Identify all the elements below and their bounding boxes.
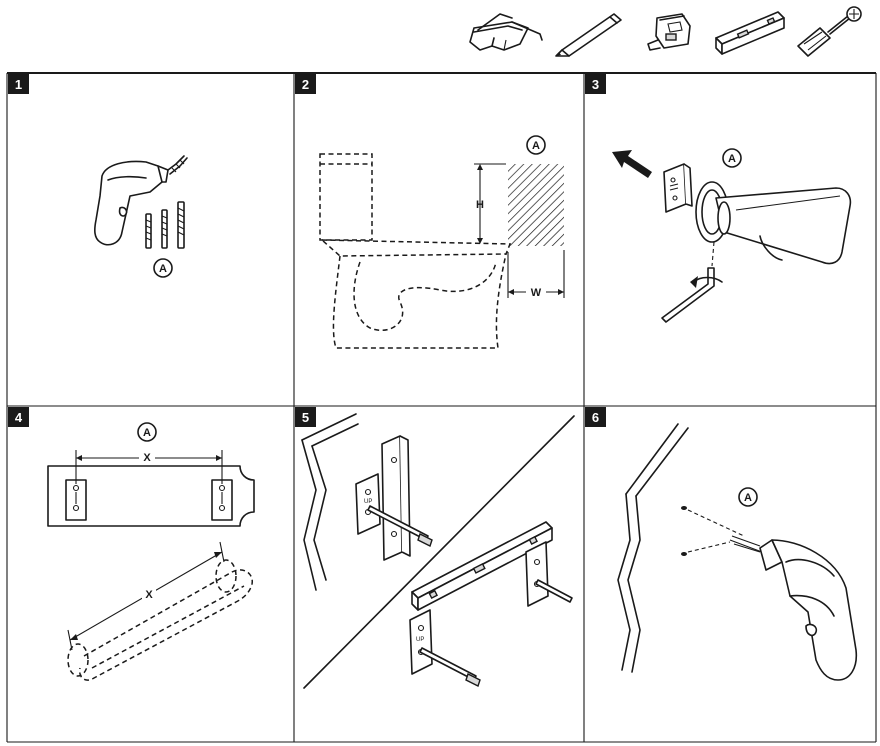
step-5-number: 5 <box>302 410 309 425</box>
callout-a-step-4: A <box>137 422 157 442</box>
toilet-outline <box>319 153 512 349</box>
towel-bar-dashed <box>67 559 253 681</box>
panel-1-drill: A <box>94 155 188 278</box>
step-2-number: 2 <box>302 77 309 92</box>
screwdriver-icon <box>797 6 862 57</box>
vertical-bracket: UP <box>355 435 433 561</box>
step-1-badge: 1 <box>8 74 29 94</box>
dimension-h: H <box>474 163 506 244</box>
panel-3-bracket-removal: A <box>612 148 852 323</box>
callout-a-label: A <box>744 492 752 504</box>
pencil-icon <box>555 13 622 57</box>
callout-a-step-3: A <box>722 148 742 168</box>
callout-a-step-6: A <box>738 487 758 507</box>
dimension-x-bar-label: X <box>145 589 153 601</box>
bracket-lower-left: UP <box>409 609 481 687</box>
panel-5-bracket-level: UP UP <box>301 413 575 689</box>
callout-a-label: A <box>532 140 540 152</box>
step-2-badge: 2 <box>295 74 316 94</box>
hole-marks <box>681 506 745 556</box>
step-1-number: 1 <box>15 77 22 92</box>
panel-2-toilet: H W A <box>319 135 565 349</box>
arrow-up-left-icon <box>612 150 652 178</box>
dimension-x-top: X <box>75 450 223 484</box>
step-3-badge: 3 <box>585 74 606 94</box>
step-4-number: 4 <box>15 410 23 425</box>
step-4-badge: 4 <box>8 407 29 427</box>
mounting-bracket <box>663 163 693 213</box>
level-on-bracket <box>411 521 553 611</box>
drill-icon-step-6 <box>729 535 858 681</box>
towel-bar-end <box>695 181 852 265</box>
wall-template <box>47 465 255 527</box>
callout-a-label: A <box>143 427 151 439</box>
level-icon <box>715 11 785 55</box>
panel-4-measure: A X <box>47 422 255 681</box>
tools-row <box>469 6 862 57</box>
divider-line <box>303 415 575 689</box>
step-5-badge: 5 <box>295 407 316 427</box>
wall-edge-left <box>301 413 359 591</box>
drill-icon <box>94 155 188 246</box>
wall-hatch <box>508 164 564 246</box>
step-6-badge: 6 <box>585 407 606 427</box>
drill-bits <box>145 201 185 249</box>
safety-glasses-icon <box>469 13 543 51</box>
bracket-lower-right <box>525 541 573 607</box>
allen-key <box>661 241 723 323</box>
callout-a-step-2: A <box>526 135 546 155</box>
dimension-w-label: W <box>531 287 542 299</box>
dimension-x-top-label: X <box>143 452 151 464</box>
step-6-number: 6 <box>592 410 599 425</box>
tape-measure-icon <box>647 13 691 51</box>
bracket-up-label-lower: UP <box>416 637 424 643</box>
callout-a-step-1: A <box>153 258 173 278</box>
dimension-h-label: H <box>476 199 484 211</box>
callout-a-label: A <box>728 153 736 165</box>
callout-a-label: A <box>159 263 167 275</box>
dimension-w: W <box>507 250 565 299</box>
wall-edge-right <box>617 423 689 673</box>
panel-6-drill-holes: A <box>617 423 858 681</box>
panel-grid <box>6 72 877 743</box>
dimension-x-bar: X <box>67 541 225 651</box>
bracket-up-label: UP <box>364 499 372 505</box>
step-3-number: 3 <box>592 77 599 92</box>
